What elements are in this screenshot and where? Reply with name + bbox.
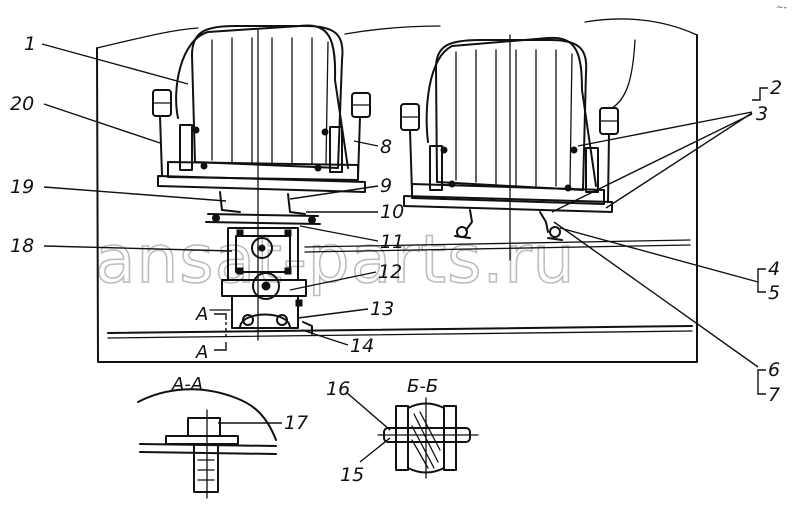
callout-6: 6 bbox=[768, 359, 780, 381]
section-bb-detail bbox=[377, 397, 479, 479]
callout-20: 20 bbox=[10, 93, 34, 115]
callout-13: 13 bbox=[370, 298, 394, 320]
callout-2: 2 bbox=[770, 77, 782, 99]
callout-14: 14 bbox=[350, 335, 374, 357]
callout-8: 8 bbox=[380, 136, 392, 158]
callout-15: 15 bbox=[340, 464, 364, 486]
suspension-mechanism bbox=[209, 227, 313, 335]
callout-4: 4 bbox=[768, 258, 780, 280]
section-label-aa: А-А bbox=[171, 374, 203, 395]
callout-3: 3 bbox=[756, 103, 768, 125]
callout-11: 11 bbox=[380, 231, 404, 253]
callout-16: 16 bbox=[326, 378, 350, 400]
left-seat bbox=[152, 24, 371, 225]
callout-9: 9 bbox=[380, 175, 392, 197]
leader-lines bbox=[41, 43, 768, 463]
callout-12: 12 bbox=[378, 261, 402, 283]
section-marker-a-upper: А bbox=[195, 304, 208, 325]
section-label-bb: Б-Б bbox=[407, 376, 438, 397]
callout-1: 1 bbox=[24, 33, 36, 55]
section-aa-detail bbox=[137, 388, 277, 499]
callout-10: 10 bbox=[380, 201, 404, 223]
cab-body-outline bbox=[96, 18, 698, 363]
callout-19: 19 bbox=[10, 176, 34, 198]
callout-5: 5 bbox=[768, 282, 780, 304]
corner-mark: ~- bbox=[776, 3, 787, 13]
callout-17: 17 bbox=[284, 412, 308, 434]
section-marker-a-lower: А bbox=[195, 342, 208, 363]
right-seat bbox=[400, 36, 619, 241]
callout-7: 7 bbox=[768, 384, 780, 406]
callout-18: 18 bbox=[10, 235, 34, 257]
